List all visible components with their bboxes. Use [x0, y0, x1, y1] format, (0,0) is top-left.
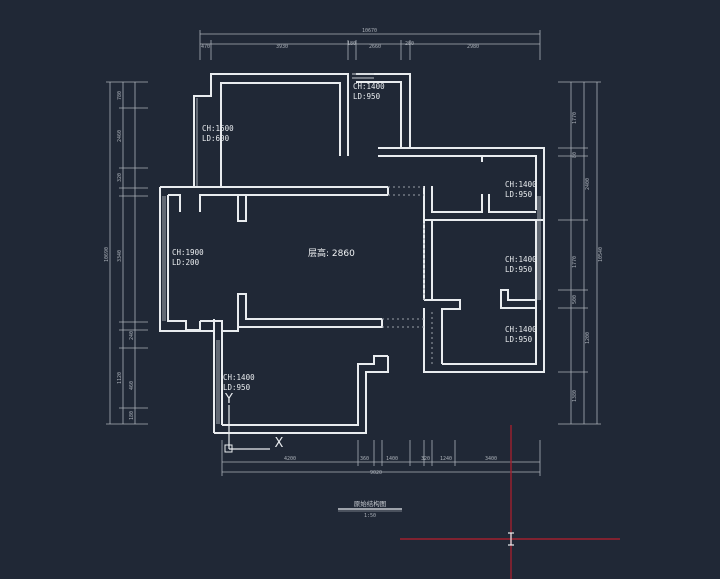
dim-label: 2460 [117, 130, 123, 142]
drawing-title: 原始结构图 1:50 [338, 499, 402, 519]
ucs-x-label: X [275, 436, 284, 451]
dim-top-total: 10670 [362, 28, 377, 34]
ucs-origin [224, 444, 233, 453]
room-ld-label: LD:950 [353, 92, 381, 101]
dim-label: 1200 [585, 332, 591, 344]
dim-label: 1120 [117, 372, 123, 384]
dim-label: 1240 [440, 456, 452, 462]
wall-segment [214, 356, 389, 434]
room-ch-label: CH:1600 [202, 124, 234, 133]
wall-segment [500, 300, 536, 309]
dim-label: 470 [201, 44, 210, 50]
wall-segment [423, 220, 545, 373]
dim-label: 320 [117, 173, 123, 182]
dimension-bottom: 4200 360 1400 320 1240 3400 9020 [221, 440, 541, 476]
room-labels: CH:1600 LD:600 CH:1400 LD:950 CH:1400 LD… [172, 82, 537, 392]
wall-segment [238, 319, 383, 328]
ceiling-height-label: 层高: 2860 [308, 247, 355, 259]
title-scale: 1:50 [364, 513, 376, 519]
wall-segment [431, 186, 483, 213]
title-text: 原始结构图 [354, 499, 387, 508]
walls [159, 73, 545, 434]
dim-left-total: 10690 [104, 247, 110, 262]
dim-label: 3400 [485, 456, 497, 462]
room-ld-label: LD:950 [223, 383, 251, 392]
room-ch-label: CH:1400 [505, 325, 537, 334]
room-ch-label: CH:1400 [223, 373, 255, 382]
wall-segment [442, 220, 537, 365]
room-ch-label: CH:1400 [505, 180, 537, 189]
dim-label: 3340 [117, 250, 123, 262]
wall-segment [488, 194, 536, 213]
dim-label: 500 [572, 295, 578, 304]
wall-segment [378, 155, 537, 210]
room-ch-label: CH:1400 [505, 255, 537, 264]
dim-label: 180 [129, 411, 135, 420]
dim-label: 4200 [284, 456, 296, 462]
dim-label: 780 [117, 91, 123, 100]
ucs-y-label: Y [224, 392, 233, 407]
dim-label: 2400 [585, 178, 591, 190]
dim-label: 3930 [276, 44, 288, 50]
dimension-left: 10690 780 2460 320 3340 240 1120 460 180 [104, 81, 148, 425]
crosshair-cursor[interactable] [400, 425, 620, 579]
dim-label: 280 [405, 41, 414, 47]
wall-segment [168, 194, 181, 212]
dimension-top: 10670 470 3930 180 2660 280 2980 [199, 28, 541, 60]
dim-label: 2980 [467, 44, 479, 50]
wall-segment [424, 299, 461, 364]
room-ld-label: LD:950 [505, 335, 533, 344]
wall-segment [220, 82, 341, 186]
room-ld-label: LD:950 [505, 190, 533, 199]
dim-label: 1770 [572, 112, 578, 124]
dim-label: 2660 [369, 44, 381, 50]
room-ch-label: CH:1900 [172, 248, 204, 257]
dim-label: 360 [360, 456, 369, 462]
wall-segment [237, 195, 247, 222]
wall-segment [200, 293, 382, 332]
dim-label: 1770 [572, 256, 578, 268]
dim-bottom-total: 9020 [370, 470, 382, 476]
dim-right-total: 10540 [598, 247, 604, 262]
wall-segment [500, 289, 536, 301]
wall-segment [222, 355, 388, 426]
room-ch-label: CH:1400 [353, 82, 385, 91]
dim-label: 240 [129, 331, 135, 340]
wall-segment [356, 81, 402, 148]
wall-segment [378, 147, 545, 220]
wall-segment [199, 194, 388, 212]
dim-label: 1400 [386, 456, 398, 462]
wall-segment [167, 195, 201, 331]
room-ld-label: LD:950 [505, 265, 533, 274]
dim-label: 320 [421, 456, 430, 462]
room-ld-label: LD:200 [172, 258, 200, 267]
ucs-icon: Y X [224, 392, 284, 453]
dim-label: 460 [129, 381, 135, 390]
dimension-right: 10540 1770 80 2400 1770 500 1200 1380 [558, 81, 604, 425]
dim-label: 180 [347, 41, 356, 47]
room-ld-label: LD:600 [202, 134, 230, 143]
wall-segment [193, 73, 349, 187]
dim-label: 80 [572, 152, 578, 158]
dim-label: 1380 [572, 390, 578, 402]
